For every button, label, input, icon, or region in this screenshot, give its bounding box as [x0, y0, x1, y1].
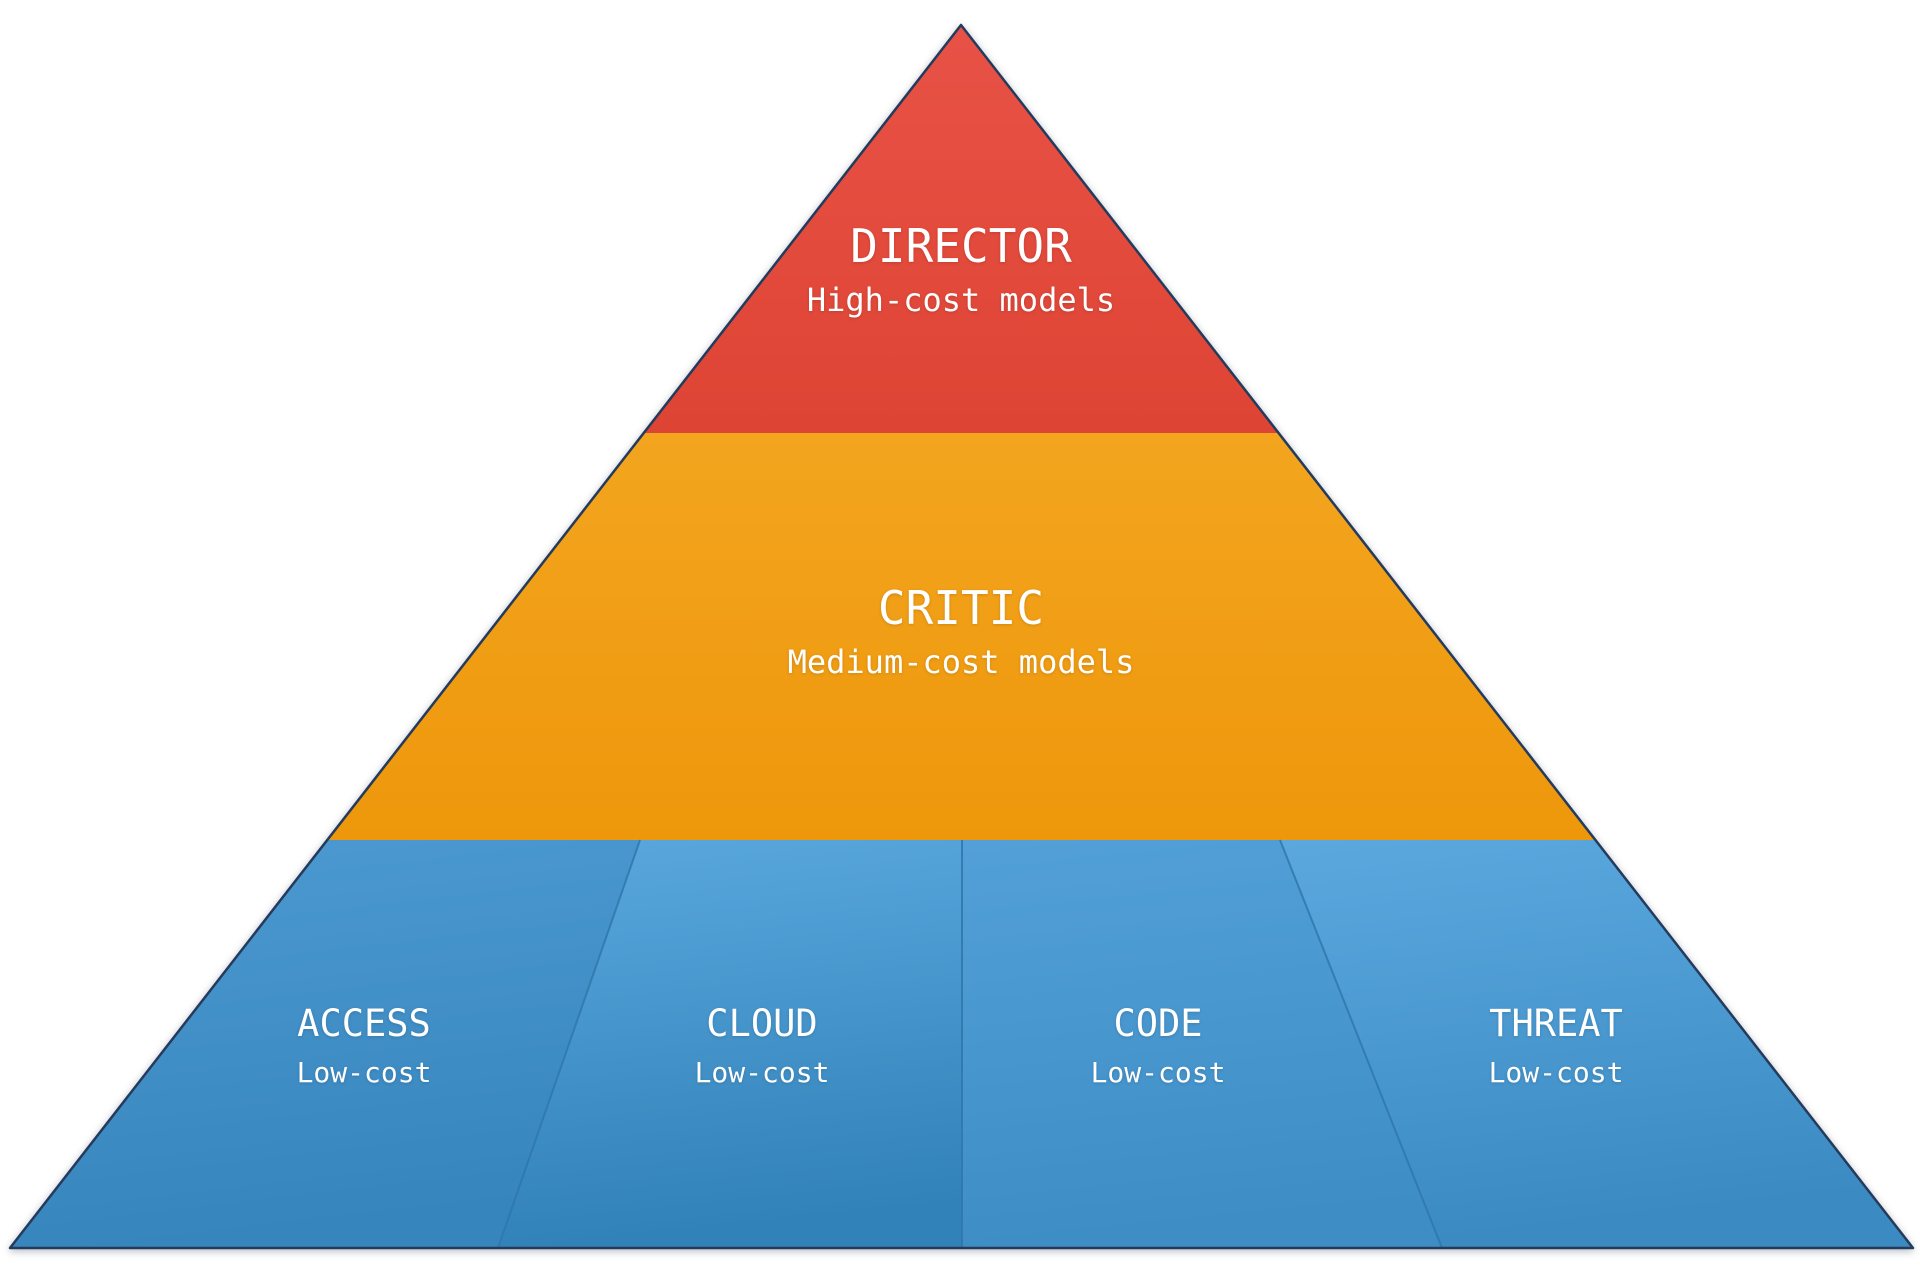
divider-code-threat	[1279, 839, 1443, 1249]
cloud-title: CLOUD	[706, 1002, 818, 1045]
code-subtitle: Low-cost	[1090, 1056, 1226, 1090]
critic-subtitle: Medium-cost models	[787, 642, 1135, 681]
director-title: DIRECTOR	[850, 219, 1072, 273]
director-subtitle: High-cost models	[806, 280, 1116, 319]
section-cloud-shape	[498, 840, 962, 1248]
code-title: CODE	[1113, 1002, 1203, 1045]
tier-director-shape	[644, 25, 1278, 433]
threat-title: THREAT	[1489, 1002, 1623, 1045]
tier-director-label: DIRECTOR High-cost models	[807, 220, 1115, 319]
access-subtitle: Low-cost	[296, 1056, 432, 1090]
threat-subtitle: Low-cost	[1488, 1056, 1624, 1090]
section-code-shape	[962, 840, 1442, 1248]
section-access-label: ACCESS Low-cost	[297, 1002, 432, 1090]
divider-access-cloud	[497, 839, 641, 1249]
access-title: ACCESS	[297, 1002, 431, 1045]
section-threat-label: THREAT Low-cost	[1489, 1002, 1624, 1090]
tier-critic-shape	[327, 433, 1595, 840]
section-cloud-label: CLOUD Low-cost	[695, 1002, 830, 1090]
pyramid-outline	[8, 23, 1915, 1250]
critic-title: CRITIC	[877, 581, 1045, 635]
section-code-label: CODE Low-cost	[1091, 1002, 1226, 1090]
section-access-shape	[10, 840, 640, 1248]
cloud-subtitle: Low-cost	[694, 1056, 830, 1090]
section-threat-shape	[1280, 840, 1913, 1248]
tier-critic-label: CRITIC Medium-cost models	[788, 582, 1135, 681]
